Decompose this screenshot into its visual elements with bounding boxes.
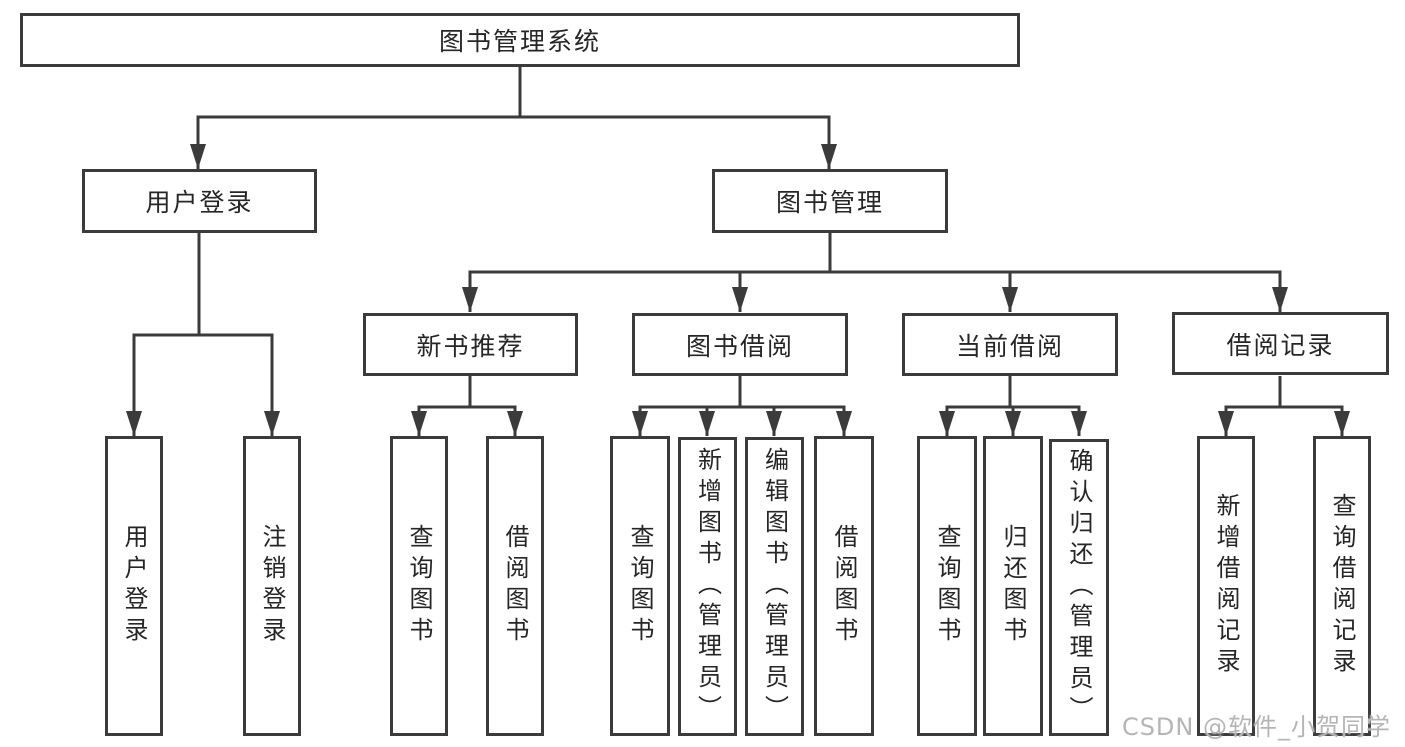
leaf-add-books-admin: 新增图书（管理员） [678,437,737,736]
leaf-user-login: 用户登录 [105,436,163,736]
leaf-query-books-2: 查询图书 [610,436,670,736]
leaf-logout: 注销登录 [243,436,301,736]
leaf-borrow-books-2: 借阅图书 [814,436,874,736]
leaf-query-books-3: 查询图书 [917,436,977,736]
node-new-book-recommend: 新书推荐 [363,313,578,376]
leaf-label: 借阅图书 [501,524,529,648]
leaf-label: 新增借阅记录 [1212,493,1240,679]
csdn-watermark: CSDN @软件_小贺同学 [1121,713,1391,741]
node-user-login: 用户登录 [82,169,317,233]
leaf-borrow-books-1: 借阅图书 [486,436,544,736]
leaf-label: 查询图书 [933,524,961,648]
leaf-add-borrow-record: 新增借阅记录 [1197,436,1255,736]
leaf-label: 查询图书 [626,524,654,648]
node-current-borrow: 当前借阅 [902,313,1118,376]
leaf-return-books: 归还图书 [983,436,1043,736]
node-root-system: 图书管理系统 [20,13,1020,67]
leaf-label: 编辑图书（管理员） [760,447,789,726]
leaf-label: 新增图书（管理员） [693,447,722,726]
leaf-edit-books-admin: 编辑图书（管理员） [745,437,804,736]
leaf-query-borrow-record: 查询借阅记录 [1313,436,1371,736]
leaf-confirm-return-admin: 确认归还（管理员） [1049,439,1109,736]
node-book-borrow: 图书借阅 [632,313,848,376]
leaf-label: 确认归还（管理员） [1065,448,1093,727]
leaf-label: 查询图书 [405,524,433,648]
node-borrow-records: 借阅记录 [1172,312,1389,375]
node-book-management: 图书管理 [712,169,948,233]
leaf-label: 借阅图书 [830,524,858,648]
leaf-label: 注销登录 [258,524,286,648]
leaf-label: 归还图书 [999,524,1027,648]
leaf-query-books-1: 查询图书 [390,436,448,736]
leaf-label: 查询借阅记录 [1328,493,1356,679]
leaf-label: 用户登录 [120,524,148,648]
arrowheads [126,144,1350,436]
